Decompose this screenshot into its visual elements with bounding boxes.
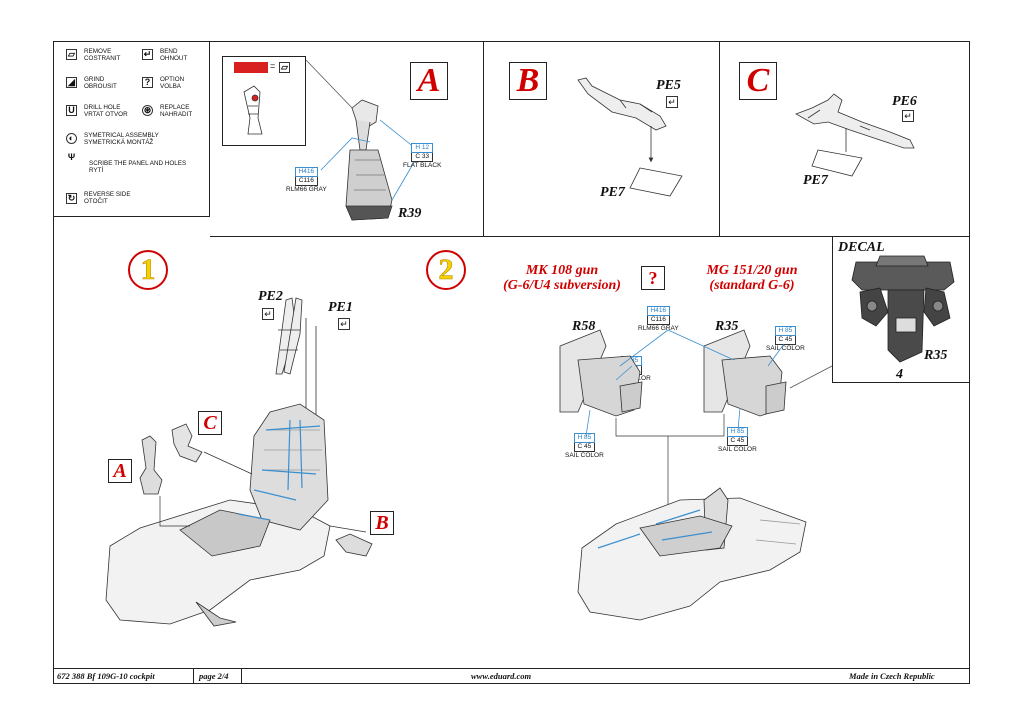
step-1-number: 1 bbox=[128, 250, 168, 290]
step1-marker-b: B bbox=[370, 511, 394, 535]
bend-icon: ↵ bbox=[142, 49, 153, 60]
footer-kit: 672 388 Bf 109G-10 cockpit bbox=[57, 671, 155, 681]
footer-bar: 672 388 Bf 109G-10 cockpit page 2/4 www.… bbox=[53, 668, 970, 684]
step1-marker-c: C bbox=[198, 411, 222, 435]
footer-url[interactable]: www.eduard.com bbox=[471, 671, 532, 681]
top-row-divider bbox=[210, 236, 970, 237]
page-frame bbox=[53, 41, 970, 684]
step1-leader-lines bbox=[159, 451, 367, 533]
inset-leader-line bbox=[305, 59, 357, 113]
seat-part-a-drawing bbox=[139, 435, 163, 495]
legend-panel bbox=[53, 41, 210, 217]
belt-pe6-drawing bbox=[795, 93, 915, 149]
decal-r35-label: R35 bbox=[924, 348, 948, 363]
replace-icon: ⊛ bbox=[142, 105, 153, 116]
seat-part-c-drawing bbox=[171, 423, 203, 463]
part-pe7-label-c: PE7 bbox=[803, 173, 828, 188]
bend-icon: ↵ bbox=[666, 96, 678, 108]
remove-icon: ▱ bbox=[279, 62, 290, 73]
footer-page: page 2/4 bbox=[199, 671, 229, 681]
part-r58-label: R58 bbox=[572, 319, 596, 334]
bend-icon: ↵ bbox=[338, 318, 350, 330]
mg151-option-label: MG 151/20 gun(standard G-6) bbox=[706, 263, 798, 293]
decal-title: DECAL bbox=[838, 240, 885, 255]
footer-divider bbox=[193, 669, 194, 684]
subassembly-a-label: A bbox=[410, 62, 448, 100]
part-pe1-label: PE1 bbox=[328, 300, 353, 315]
grind-icon: ◢ bbox=[66, 77, 77, 88]
step1-marker-a: A bbox=[108, 459, 132, 483]
decal-panel-shape bbox=[851, 255, 955, 363]
footer-divider bbox=[241, 669, 242, 684]
panel-r58-drawing bbox=[559, 329, 643, 417]
option-icon: ? bbox=[641, 266, 665, 290]
part-pe6-label: PE6 bbox=[892, 94, 917, 109]
scribe-icon: Ψ bbox=[66, 152, 77, 164]
footer-made: Made in Czech Republic bbox=[849, 671, 935, 681]
step-2-number: 2 bbox=[426, 250, 466, 290]
panel-a-inset bbox=[222, 56, 306, 146]
subassembly-c-label: C bbox=[739, 62, 777, 100]
belts-pe1-pe2-drawing bbox=[275, 297, 303, 375]
divider-a-b bbox=[483, 41, 484, 236]
part-r39-label: R39 bbox=[398, 206, 422, 221]
red-swatch bbox=[234, 62, 268, 73]
step2-blue-highlights bbox=[597, 509, 713, 549]
part-r35-label: R35 bbox=[715, 319, 739, 334]
reverse-icon: ↻ bbox=[66, 193, 77, 204]
step2-paint-leaders bbox=[585, 329, 785, 437]
decal-inset bbox=[832, 237, 970, 383]
part-pe7-label-b: PE7 bbox=[600, 185, 625, 200]
mk108-option-label: MK 108 gun(G-6/U4 subversion) bbox=[503, 263, 621, 293]
step1-blue-highlights bbox=[237, 419, 321, 521]
belt-pe5-drawing bbox=[577, 77, 667, 131]
part-r39-drawing bbox=[345, 99, 393, 221]
pull-handle-drawing bbox=[243, 85, 263, 135]
option-icon: ? bbox=[142, 77, 153, 88]
plate-pe7-c bbox=[811, 149, 863, 177]
drill-icon: Ü bbox=[66, 105, 77, 116]
remove-icon: ▱ bbox=[66, 49, 77, 60]
equals-sign: = bbox=[270, 61, 276, 71]
bend-icon: ↵ bbox=[902, 110, 914, 122]
divider-b-c bbox=[719, 41, 720, 236]
bend-icon: ↵ bbox=[262, 308, 274, 320]
decal-leader-line bbox=[789, 365, 833, 389]
panel-r35-drawing bbox=[703, 329, 787, 417]
symmetrical-icon: ◐ bbox=[66, 133, 77, 144]
part-pe5-label: PE5 bbox=[656, 78, 681, 93]
subassembly-b-label: B bbox=[509, 62, 547, 100]
plate-pe7-b bbox=[629, 167, 683, 197]
part-pe2-label: PE2 bbox=[258, 289, 283, 304]
decal-number: 4 bbox=[896, 367, 903, 382]
